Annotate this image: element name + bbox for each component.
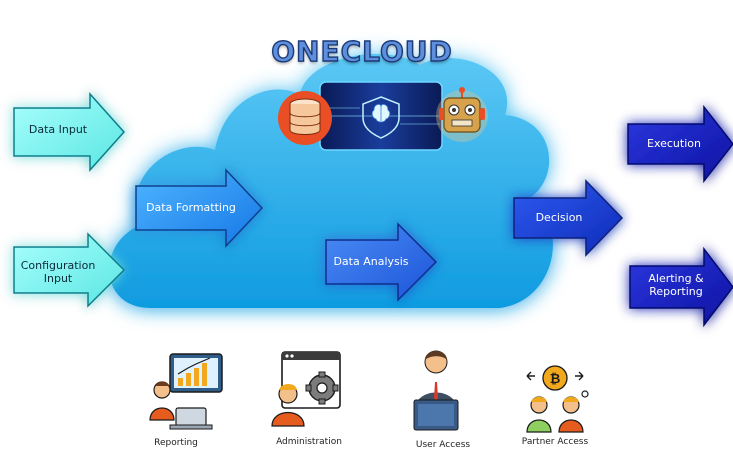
data-input-label: Data Input (28, 123, 88, 136)
alerting-reporting-line-1: Alerting & (648, 272, 704, 285)
data-formatting-arrow (135, 168, 264, 248)
decision-label: Decision (535, 211, 583, 224)
configuration-input-arrow (13, 232, 126, 308)
partner-access-label: Partner Access (521, 437, 589, 447)
configuration-input-label: Configuration Input (12, 259, 104, 285)
partner-bitcoin-icon: ₿ (526, 365, 589, 433)
user-access-label: User Access (415, 440, 471, 450)
alerting-reporting-arrow (629, 246, 733, 328)
decision-arrow (513, 179, 624, 257)
brain-shield-icon (362, 96, 400, 139)
configuration-input-line-2: Input (43, 271, 73, 285)
data-input-arrow (13, 92, 126, 172)
svg-text:₿: ₿ (550, 372, 561, 387)
data-analysis-label: Data Analysis (333, 255, 409, 268)
configuration-input-line-1: Configuration (20, 259, 96, 272)
user-laptop-icon (413, 350, 459, 431)
reporting-dashboard-icon (149, 353, 223, 430)
robot-icon (436, 87, 488, 142)
database-icon (278, 91, 332, 145)
onecloud-title: ONECLOUD (271, 34, 453, 68)
execution-label: Execution (647, 137, 701, 150)
data-analysis-arrow (325, 222, 438, 302)
administration-label: Administration (276, 437, 342, 447)
reporting-label: Reporting (154, 438, 198, 448)
alerting-reporting-line-2: Reporting (649, 284, 703, 298)
data-formatting-label: Data Formatting (146, 201, 236, 214)
administration-settings-icon (271, 351, 341, 427)
alerting-reporting-label: Alerting & Reporting (632, 272, 720, 298)
execution-arrow (627, 104, 733, 184)
